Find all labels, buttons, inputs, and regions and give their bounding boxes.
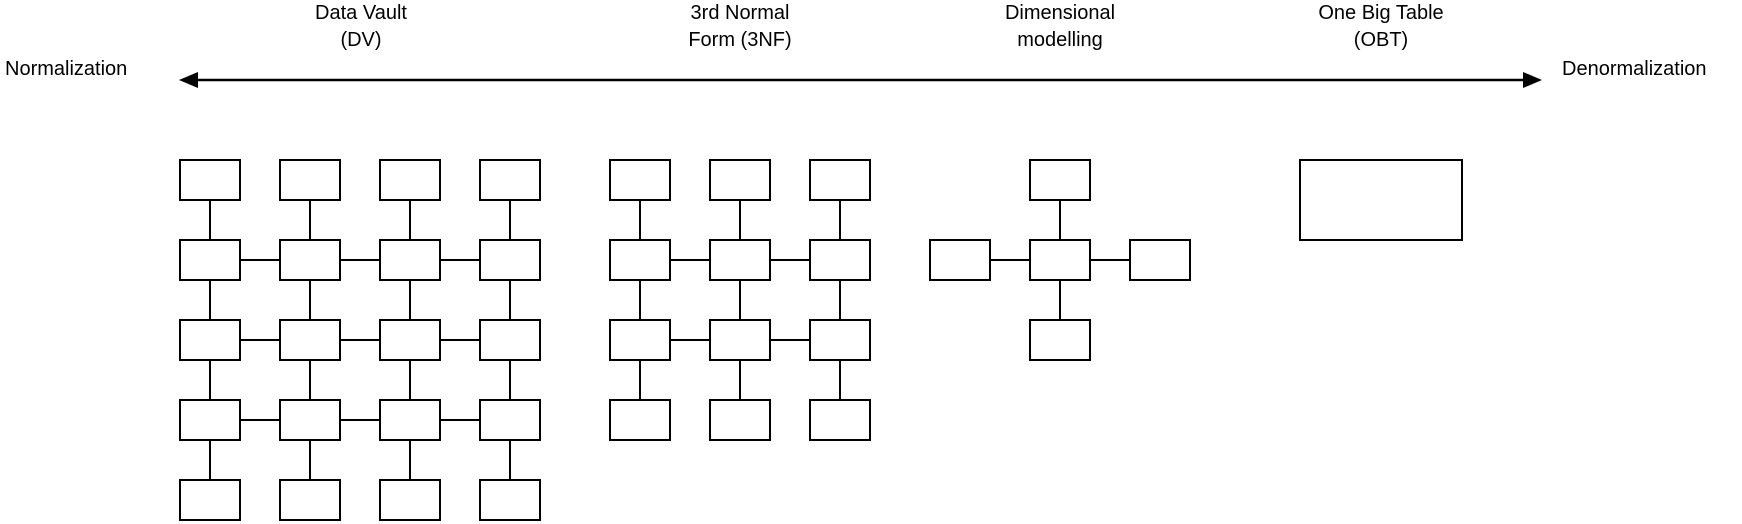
title-one-big-table-line1: One Big Table — [1318, 2, 1444, 24]
third-normal-form-table-box — [809, 159, 871, 201]
data-vault-table-box — [179, 319, 241, 361]
third-normal-form-table-box — [809, 319, 871, 361]
data-vault-table-box — [179, 159, 241, 201]
data-vault-table-box — [379, 319, 441, 361]
title-data-vault-line2: (DV) — [340, 29, 382, 51]
third-normal-form-table-box — [609, 239, 671, 281]
normalization-axis-arrowhead-left — [179, 72, 198, 88]
dimensional-modelling-dimension-box — [1029, 319, 1091, 361]
third-normal-form-table-box — [809, 239, 871, 281]
third-normal-form-table-box — [609, 159, 671, 201]
dimensional-modelling-dimension-box — [929, 239, 991, 281]
title-dimensional-modelling: Dimensional modelling — [940, 0, 1180, 54]
title-third-normal-form-line2: Form (3NF) — [688, 29, 792, 51]
dimensional-modelling-dimension-box — [1029, 159, 1091, 201]
data-vault-table-box — [279, 319, 341, 361]
title-data-vault: Data Vault (DV) — [241, 0, 481, 54]
third-normal-form-table-box — [709, 159, 771, 201]
data-vault-table-box — [279, 159, 341, 201]
normalization-axis-arrowhead-right — [1523, 72, 1542, 88]
title-third-normal-form: 3rd Normal Form (3NF) — [620, 0, 860, 54]
title-data-vault-line1: Data Vault — [315, 2, 407, 24]
title-third-normal-form-line1: 3rd Normal — [690, 2, 790, 24]
third-normal-form-table-box — [609, 399, 671, 441]
data-vault-table-box — [479, 399, 541, 441]
data-vault-table-box — [279, 239, 341, 281]
title-one-big-table-line2: (OBT) — [1353, 29, 1409, 51]
third-normal-form-table-box — [709, 319, 771, 361]
data-vault-table-box — [479, 479, 541, 521]
title-dimensional-modelling-line2: modelling — [1017, 29, 1103, 51]
data-vault-table-box — [379, 239, 441, 281]
axis-label-denormalization: Denormalization — [1562, 58, 1707, 80]
data-vault-table-box — [479, 159, 541, 201]
one-big-table-table-box — [1299, 159, 1463, 241]
data-vault-table-box — [179, 399, 241, 441]
data-vault-table-box — [179, 239, 241, 281]
title-dimensional-modelling-line1: Dimensional — [1004, 2, 1116, 24]
third-normal-form-table-box — [709, 399, 771, 441]
dimensional-modelling-fact-box — [1029, 239, 1091, 281]
data-vault-table-box — [379, 399, 441, 441]
third-normal-form-table-box — [609, 319, 671, 361]
data-vault-table-box — [379, 479, 441, 521]
data-vault-table-box — [479, 239, 541, 281]
data-vault-table-box — [479, 319, 541, 361]
data-vault-table-box — [179, 479, 241, 521]
data-vault-table-box — [279, 479, 341, 521]
axis-label-normalization: Normalization — [5, 58, 128, 80]
dimensional-modelling-dimension-box — [1129, 239, 1191, 281]
data-vault-table-box — [279, 399, 341, 441]
third-normal-form-table-box — [709, 239, 771, 281]
title-one-big-table: One Big Table (OBT) — [1261, 0, 1501, 54]
data-vault-table-box — [379, 159, 441, 201]
third-normal-form-table-box — [809, 399, 871, 441]
